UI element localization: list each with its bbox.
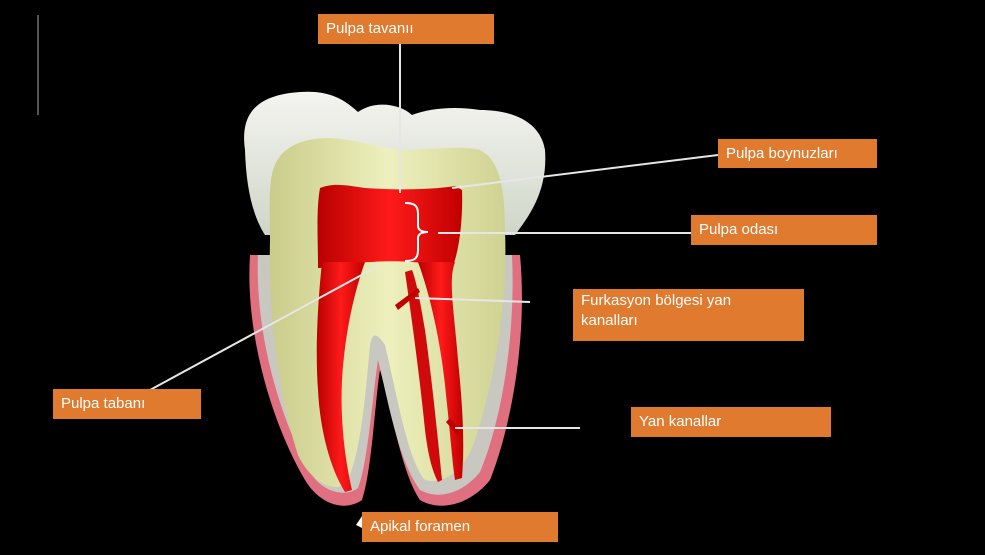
leader-pulpa-tabani: [149, 264, 381, 391]
lateral-canal: [446, 418, 462, 436]
label-pulpa-boynuzlari: Pulpa boynuzları: [718, 139, 877, 168]
label-pulpa-odasi: Pulpa odası: [691, 215, 877, 245]
leader-pulpa-boynuz: [451, 154, 719, 189]
label-furkasyon-line2: kanalları: [581, 312, 638, 329]
label-pulpa-tavani: Pulpa tavanıı: [318, 14, 494, 44]
furcation-canal: [395, 288, 420, 310]
label-pulpa-tabani: Pulpa tabanı: [53, 389, 201, 419]
apical-pointer: [356, 516, 362, 528]
pulp-chamber: [317, 184, 463, 268]
leader-furkasyon: [414, 297, 531, 303]
leader-lines: [149, 44, 719, 429]
label-apikal-foramen: Apikal foramen: [362, 512, 558, 542]
accessory-canal: [405, 270, 442, 482]
label-yan-kanallar: Yan kanallar: [631, 407, 831, 437]
root-canal-left: [316, 262, 365, 492]
pulp-chamber-brace: [404, 202, 429, 262]
label-furkasyon-line1: Furkasyon bölgesi yan: [581, 292, 732, 309]
label-furkasyon: Furkasyon bölgesi yan kanalları: [573, 289, 804, 341]
